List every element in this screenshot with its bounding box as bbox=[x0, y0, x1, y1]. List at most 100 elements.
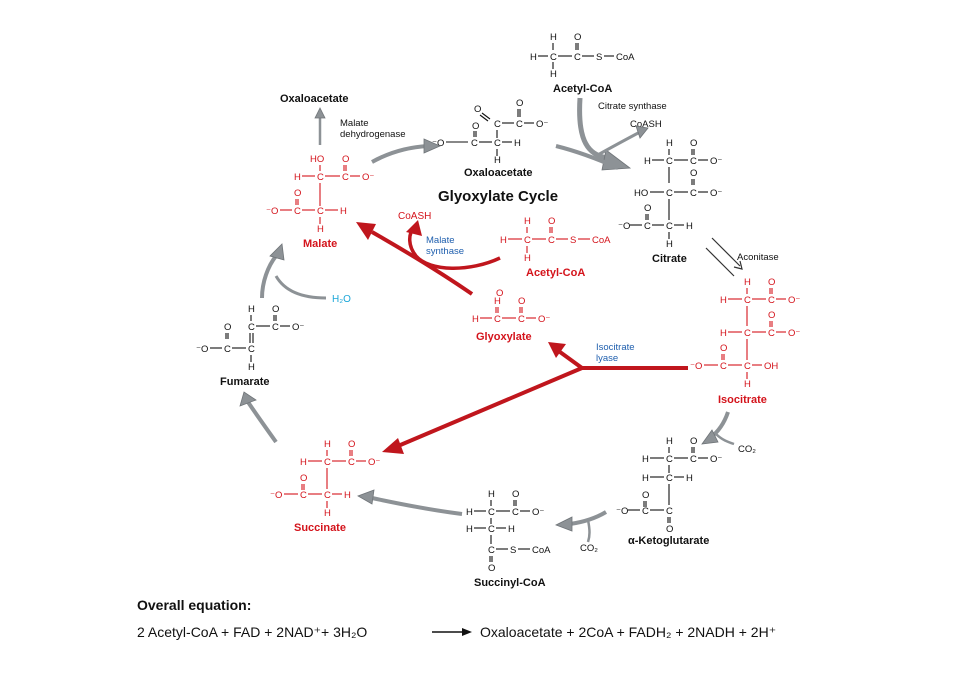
svg-text:C: C bbox=[248, 344, 255, 355]
svg-text:CoA: CoA bbox=[616, 52, 635, 63]
aketoglutarate-to-succinylcoa-arrow bbox=[569, 510, 608, 526]
malate-synthase-label-2: synthase bbox=[426, 246, 464, 257]
svg-text:C: C bbox=[317, 172, 324, 183]
svg-text:C: C bbox=[342, 172, 349, 183]
svg-text:O: O bbox=[300, 473, 307, 484]
svg-text:C: C bbox=[744, 328, 751, 339]
diagram-title: Glyoxylate Cycle bbox=[438, 188, 558, 205]
svg-text:C: C bbox=[666, 221, 673, 232]
isocitrate-label: Isocitrate bbox=[718, 394, 767, 406]
succinylcoa-arrowhead bbox=[357, 489, 375, 505]
svg-text:O⁻: O⁻ bbox=[538, 314, 550, 325]
svg-text:H: H bbox=[344, 490, 351, 501]
svg-text:O: O bbox=[642, 490, 649, 501]
succinate-to-fumarate-arrow bbox=[246, 400, 278, 444]
svg-text:O: O bbox=[488, 563, 495, 574]
svg-text:O⁻: O⁻ bbox=[532, 507, 544, 518]
succinylcoa-to-succinate-arrow bbox=[371, 496, 463, 516]
citrate-synthase-label: Citrate synthase bbox=[598, 101, 667, 112]
svg-text:C: C bbox=[666, 506, 673, 517]
aconitase-label: Aconitase bbox=[737, 252, 779, 263]
aketoglutarate-structure: H O H C C O⁻ H C H O ⁻O C C O bbox=[616, 436, 722, 535]
svg-text:H: H bbox=[494, 296, 501, 307]
svg-text:H: H bbox=[317, 224, 324, 235]
svg-text:O: O bbox=[768, 277, 775, 288]
aketoglutarate-arrowhead bbox=[555, 516, 573, 532]
isocitrate-structure: H O H C C O⁻ O H C C O⁻ O ⁻O C C OH H bbox=[690, 277, 800, 390]
coash-red-arrowhead bbox=[406, 220, 422, 236]
coash-top-label: CoASH bbox=[630, 119, 662, 130]
svg-text:C: C bbox=[488, 507, 495, 518]
isocitrate-lyase-to-succinate bbox=[397, 366, 583, 448]
malate-synthase-label-1: Malate bbox=[426, 235, 455, 246]
svg-text:C: C bbox=[524, 235, 531, 246]
equation-arrowhead bbox=[462, 628, 472, 636]
svg-text:C: C bbox=[690, 454, 697, 465]
svg-text:H: H bbox=[248, 362, 255, 373]
isocitrate-arrowhead bbox=[701, 429, 719, 445]
svg-text:S: S bbox=[570, 235, 576, 246]
malate-dh-label-2: dehydrogenase bbox=[340, 129, 406, 140]
acetyl-coa-top-label: Acetyl-CoA bbox=[553, 83, 612, 95]
coash-release-arrow bbox=[595, 130, 641, 158]
svg-text:C: C bbox=[488, 545, 495, 556]
svg-text:C: C bbox=[324, 457, 331, 468]
svg-text:O: O bbox=[548, 216, 555, 227]
svg-text:H: H bbox=[666, 436, 673, 447]
svg-text:C: C bbox=[494, 314, 501, 325]
svg-text:O: O bbox=[348, 439, 355, 450]
svg-text:C: C bbox=[494, 119, 501, 130]
fumarate-label: Fumarate bbox=[220, 376, 270, 388]
svg-text:C: C bbox=[348, 457, 355, 468]
svg-text:H: H bbox=[530, 52, 537, 63]
svg-text:H: H bbox=[642, 473, 649, 484]
svg-text:C: C bbox=[690, 188, 697, 199]
svg-text:C: C bbox=[471, 138, 478, 149]
svg-text:H: H bbox=[686, 221, 693, 232]
svg-text:C: C bbox=[744, 295, 751, 306]
svg-text:O: O bbox=[768, 310, 775, 321]
svg-text:HO: HO bbox=[310, 154, 324, 165]
svg-text:H: H bbox=[720, 328, 727, 339]
citrate-label: Citrate bbox=[652, 253, 687, 265]
svg-text:H: H bbox=[666, 138, 673, 149]
svg-text:⁻O: ⁻O bbox=[196, 344, 208, 355]
svg-text:O⁻: O⁻ bbox=[788, 328, 800, 339]
svg-text:C: C bbox=[317, 206, 324, 217]
svg-text:H: H bbox=[472, 314, 479, 325]
svg-text:H: H bbox=[294, 172, 301, 183]
svg-text:CoA: CoA bbox=[532, 545, 551, 556]
svg-text:C: C bbox=[512, 507, 519, 518]
equation-title: Overall equation: bbox=[137, 597, 251, 613]
svg-text:C: C bbox=[294, 206, 301, 217]
svg-text:C: C bbox=[518, 314, 525, 325]
succinylcoa-structure: H O H C C O⁻ H C H C S CoA O bbox=[466, 489, 551, 574]
svg-text:O: O bbox=[272, 304, 279, 315]
svg-text:O: O bbox=[690, 436, 697, 447]
svg-text:H: H bbox=[550, 69, 557, 80]
co2-label-2: CO₂ bbox=[580, 543, 598, 554]
svg-text:O⁻: O⁻ bbox=[788, 295, 800, 306]
svg-text:C: C bbox=[224, 344, 231, 355]
svg-text:C: C bbox=[644, 221, 651, 232]
svg-text:H: H bbox=[744, 277, 751, 288]
svg-text:C: C bbox=[550, 52, 557, 63]
malate-label: Malate bbox=[303, 238, 337, 250]
fumarate-to-malate-arrow bbox=[260, 254, 278, 299]
water-input-arrow bbox=[274, 275, 327, 300]
svg-text:O⁻: O⁻ bbox=[710, 454, 722, 465]
malate-dehydrogenase-arrowhead bbox=[423, 138, 441, 154]
svg-text:O: O bbox=[574, 32, 581, 43]
svg-text:S: S bbox=[596, 52, 602, 63]
svg-text:O: O bbox=[496, 288, 503, 299]
glyoxylate-label: Glyoxylate bbox=[476, 331, 532, 343]
svg-text:O⁻: O⁻ bbox=[362, 172, 374, 183]
svg-text:H: H bbox=[686, 473, 693, 484]
svg-text:⁻O: ⁻O bbox=[690, 361, 702, 372]
svg-text:⁻O: ⁻O bbox=[266, 206, 278, 217]
svg-text:HO: HO bbox=[634, 188, 648, 199]
svg-text:H: H bbox=[500, 235, 507, 246]
svg-text:C: C bbox=[720, 361, 727, 372]
